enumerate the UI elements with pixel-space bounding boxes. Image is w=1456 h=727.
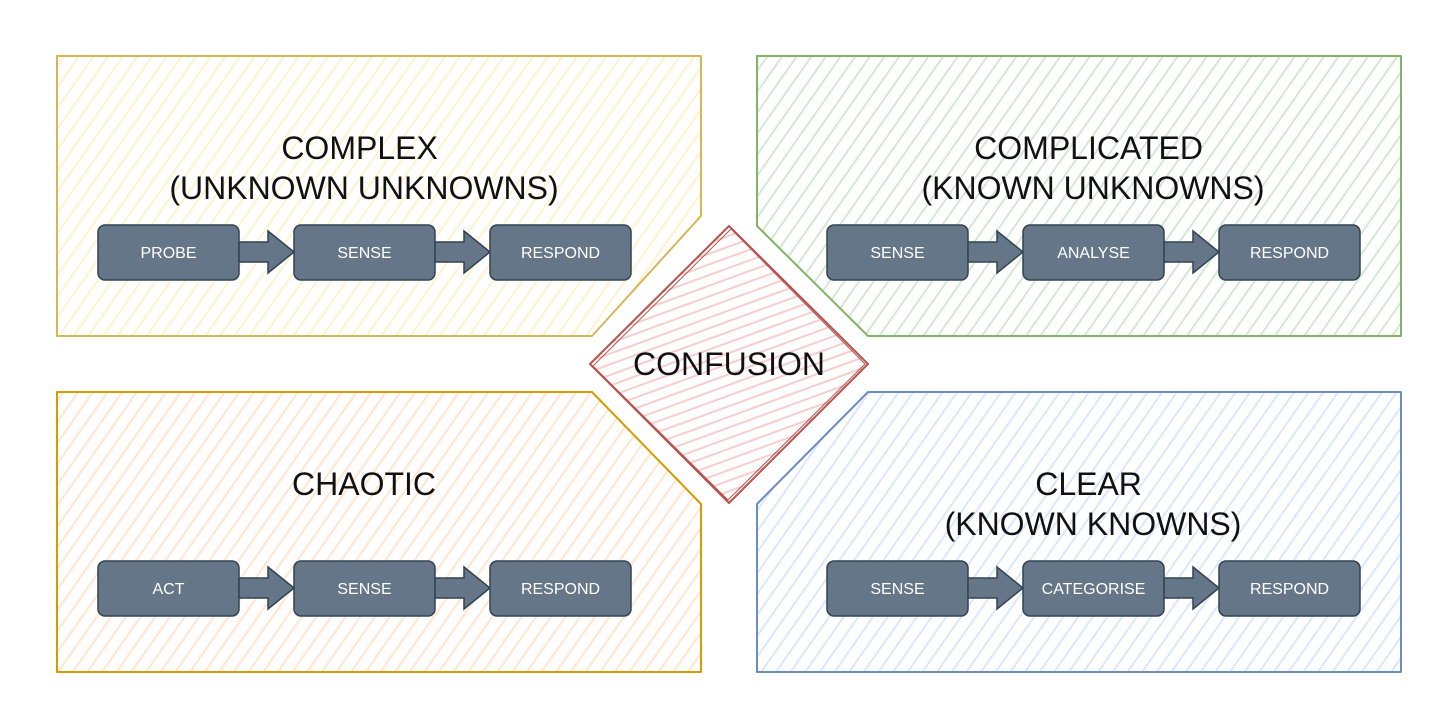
step-label: RESPOND: [521, 245, 600, 262]
arrow-right-icon: [434, 565, 492, 611]
arrow-right-icon: [967, 565, 1025, 611]
step-label: SENSE: [870, 245, 924, 262]
step-box: [1218, 224, 1361, 281]
quadrant-complex-title: COMPLEX (UNKNOWN UNKNOWNS): [169, 130, 558, 206]
quadrant-complex-title-line-1: COMPLEX: [281, 130, 437, 166]
step-box: [489, 560, 632, 617]
step-label: SENSE: [337, 245, 391, 262]
step-label: ACT: [153, 581, 185, 598]
quadrant-complicated-steps: SENSE ANALYSE RESPOND: [826, 224, 1361, 281]
step-label: PROBE: [140, 245, 196, 262]
quadrant-complex-title-line-2: (UNKNOWN UNKNOWNS): [169, 170, 558, 206]
arrow-right-icon: [1163, 229, 1221, 275]
quadrant-clear-steps: SENSE CATEGORISE RESPOND: [826, 560, 1361, 617]
quadrant-chaotic: CHAOTIC ACT SENSE RESPOND: [56, 391, 702, 673]
step-label: ANALYSE: [1057, 245, 1130, 262]
step-label: RESPOND: [1250, 245, 1329, 262]
quadrant-complicated-title-line-1: COMPLICATED: [974, 130, 1203, 166]
quadrant-complicated: COMPLICATED (KNOWN UNKNOWNS) SENSE ANALY…: [756, 55, 1402, 337]
center-diamond-sketch-line: [592, 228, 866, 501]
quadrant-complex-steps: PROBE SENSE RESPOND: [97, 224, 632, 281]
quadrant-clear-title: CLEAR (KNOWN KNOWNS): [945, 466, 1242, 542]
quadrant-complex: COMPLEX (UNKNOWN UNKNOWNS) PROBE SENSE R…: [56, 55, 702, 337]
quadrant-clear-title-line-2: (KNOWN KNOWNS): [945, 506, 1242, 542]
arrow-right-icon: [434, 229, 492, 275]
quadrant-clear: CLEAR (KNOWN KNOWNS) SENSE CATEGORISE RE…: [756, 391, 1402, 673]
arrow-right-icon: [238, 229, 296, 275]
center-diamond-shape: [589, 225, 869, 504]
center-label: CONFUSION: [633, 346, 825, 382]
quadrant-chaotic-title: CHAOTIC: [292, 466, 436, 502]
quadrant-chaotic-shape: [56, 391, 702, 673]
arrow-right-icon: [967, 229, 1025, 275]
step-label: SENSE: [870, 581, 924, 598]
quadrant-complicated-title: COMPLICATED (KNOWN UNKNOWNS): [921, 130, 1264, 206]
step-label: SENSE: [337, 581, 391, 598]
arrow-right-icon: [1163, 565, 1221, 611]
step-box: [1218, 560, 1361, 617]
step-label: RESPOND: [521, 581, 600, 598]
quadrant-chaotic-title-line-1: CHAOTIC: [292, 466, 436, 502]
arrow-right-icon: [238, 565, 296, 611]
center-confusion: CONFUSION: [589, 225, 869, 504]
quadrant-complicated-title-line-2: (KNOWN UNKNOWNS): [921, 170, 1264, 206]
quadrant-clear-title-line-1: CLEAR: [1035, 466, 1142, 502]
step-label: RESPOND: [1250, 581, 1329, 598]
step-label: CATEGORISE: [1042, 581, 1146, 598]
step-box: [489, 224, 632, 281]
quadrant-chaotic-steps: ACT SENSE RESPOND: [97, 560, 632, 617]
